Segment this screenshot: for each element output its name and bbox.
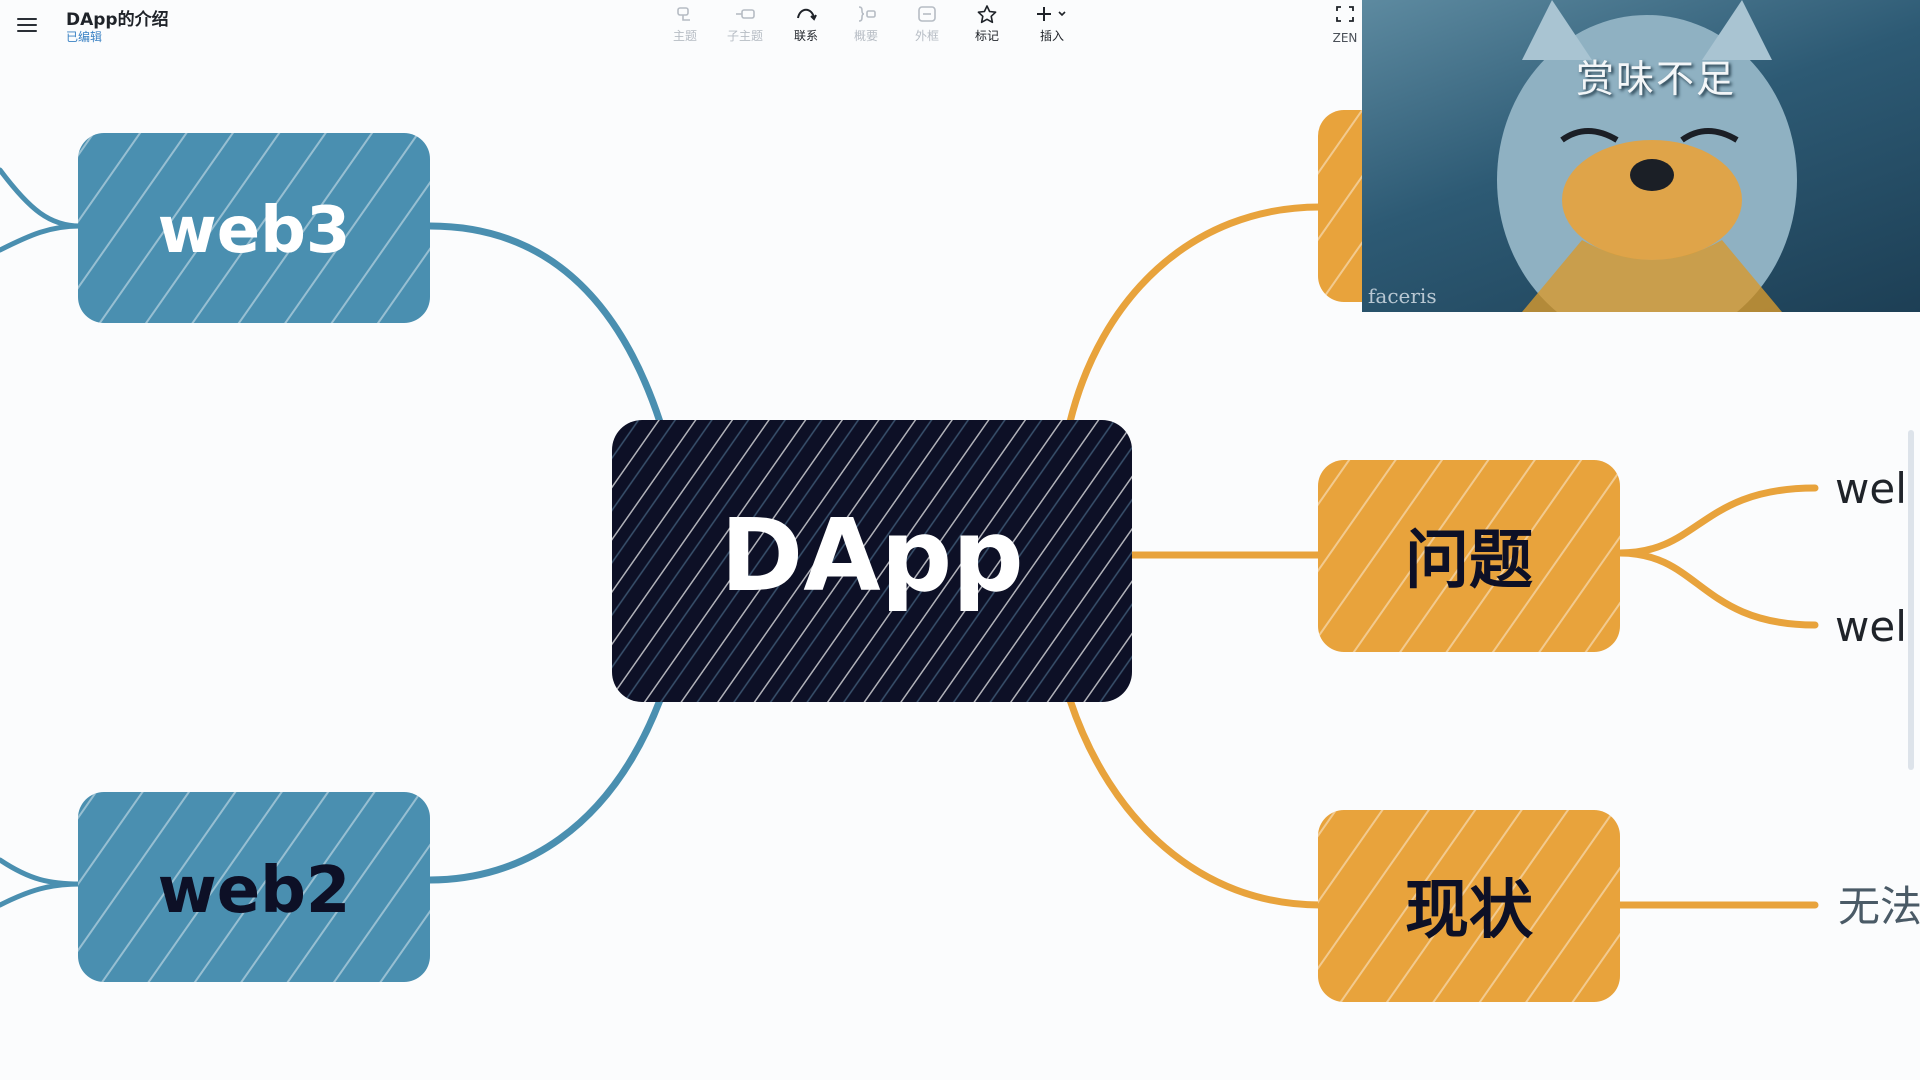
insert-button[interactable]: 插入 — [1026, 4, 1078, 50]
insert-label: 插入 — [1039, 29, 1064, 43]
subtopic-label: 子主题 — [726, 29, 763, 43]
topic-button[interactable]: 主题 — [659, 4, 711, 50]
fullscreen-icon — [1336, 6, 1354, 22]
boundary-label: 外框 — [914, 29, 939, 43]
summary-label: 概要 — [853, 29, 878, 43]
video-overlay[interactable]: 赏味不足 faceris — [1362, 0, 1920, 312]
node-status-label: 现状 — [1405, 874, 1534, 948]
connectors — [0, 167, 1819, 909]
node-central[interactable]: DApp — [612, 420, 1132, 702]
subtopic-icon — [736, 9, 755, 19]
marker-label: 标记 — [974, 29, 999, 43]
dog-avatar-image — [1497, 0, 1797, 312]
line-to-status — [1066, 696, 1324, 909]
node-web3-label: web3 — [158, 194, 351, 268]
node-problem-label: 问题 — [1405, 524, 1533, 598]
node-problem[interactable]: 问题 — [1318, 460, 1620, 652]
summary-button[interactable]: 概要 — [840, 4, 892, 50]
boundary-button[interactable]: 外框 — [901, 4, 953, 50]
left-offscreen-lines-web2 — [0, 857, 83, 908]
overlay-watermark: faceris — [1368, 284, 1437, 308]
topic-label: 主题 — [672, 29, 697, 43]
node-web3[interactable]: web3 — [78, 133, 430, 323]
line-to-problem-child-2 — [1616, 549, 1819, 629]
document-status: 已编辑 — [66, 30, 103, 44]
marker-button[interactable]: 标记 — [961, 4, 1013, 50]
top-toolbar: DApp的介绍 已编辑 主题 子主题 联系 概要 外框 标记 插入 ZEN — [0, 0, 1920, 60]
star-icon — [977, 5, 997, 24]
overlay-caption: 赏味不足 — [1576, 57, 1737, 101]
problem-child-1[interactable]: wel — [1835, 464, 1907, 513]
relation-button[interactable]: 联系 — [780, 4, 832, 50]
relation-label: 联系 — [793, 29, 818, 43]
line-to-problem-child-1 — [1616, 484, 1819, 557]
line-to-web2 — [426, 696, 664, 884]
plus-chevron-icon — [1037, 7, 1066, 21]
boundary-icon — [918, 6, 936, 22]
vertical-scrollbar[interactable] — [1908, 430, 1914, 770]
topic-icon — [677, 7, 690, 21]
relation-curve-icon — [797, 8, 817, 21]
hamburger-menu-icon[interactable] — [14, 12, 40, 38]
line-to-web3 — [426, 222, 664, 426]
summary-brace-icon — [858, 6, 876, 22]
node-status[interactable]: 现状 — [1318, 810, 1620, 1002]
zen-mode-button[interactable]: ZEN — [1322, 4, 1368, 50]
line-to-top-topic — [1066, 203, 1324, 426]
document-title[interactable]: DApp的介绍 — [66, 10, 169, 30]
left-offscreen-lines-web3 — [0, 167, 83, 253]
node-web2[interactable]: web2 — [78, 792, 430, 982]
node-central-label: DApp — [720, 497, 1024, 614]
node-web2-label: web2 — [158, 854, 351, 928]
zen-label: ZEN — [1332, 31, 1358, 45]
subtopic-button[interactable]: 子主题 — [719, 4, 771, 50]
status-child-1[interactable]: 无法 — [1838, 882, 1920, 931]
problem-child-2[interactable]: wel — [1835, 602, 1907, 651]
